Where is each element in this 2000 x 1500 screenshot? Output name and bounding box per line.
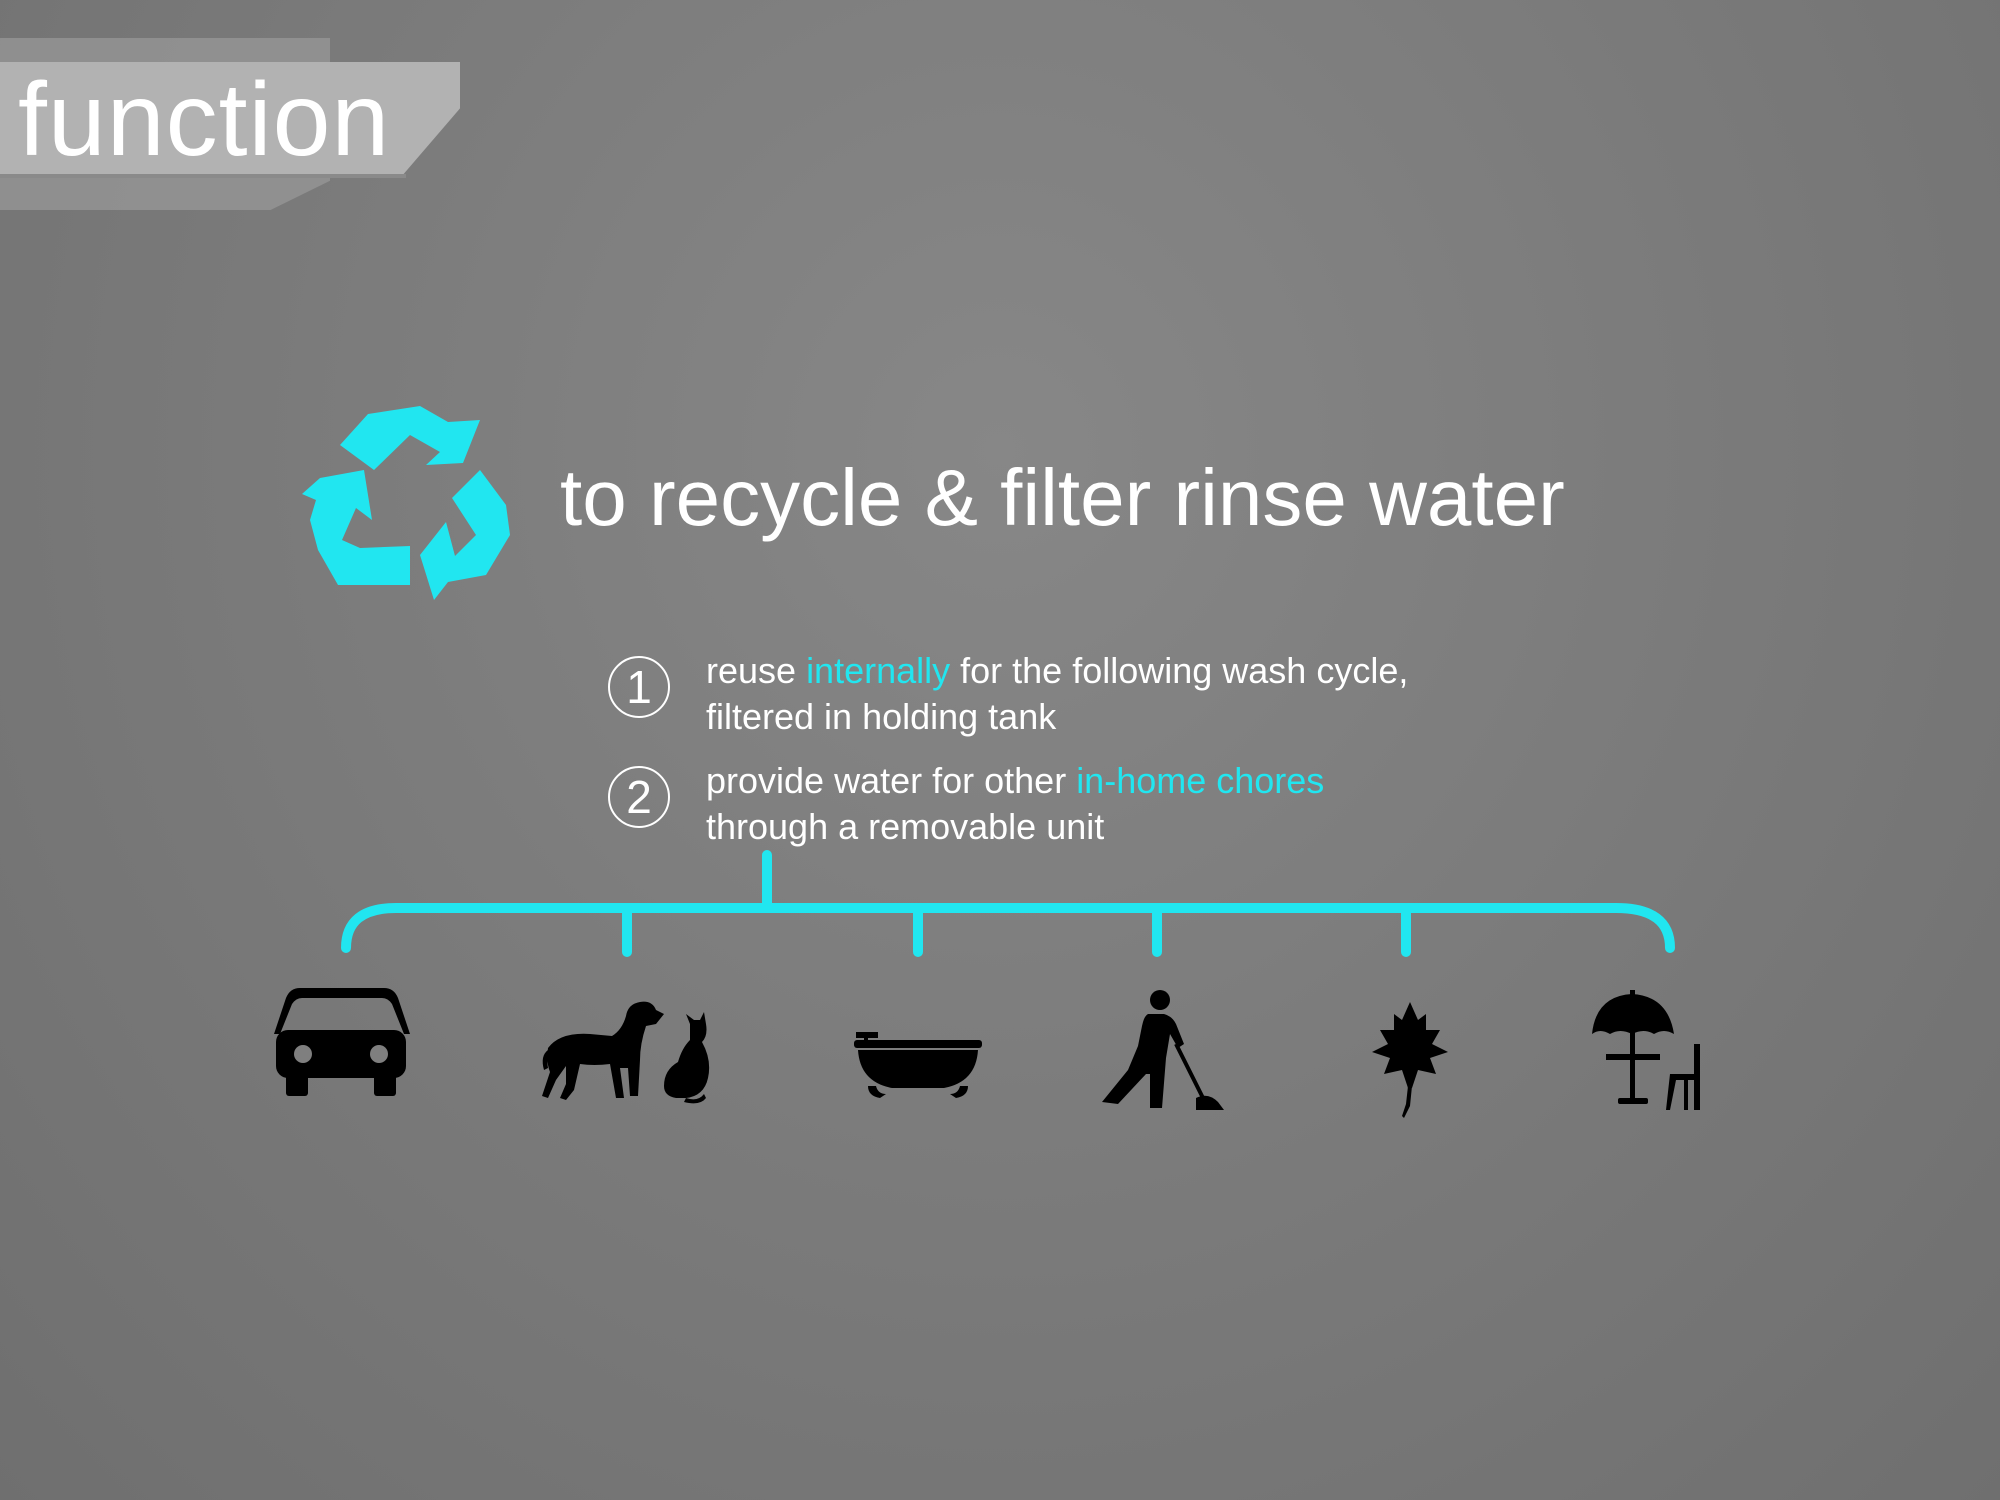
item-line-1: provide water for other in-home chores	[706, 758, 1324, 804]
title-tab	[0, 62, 460, 178]
item-number-badge: 1	[608, 656, 670, 718]
section-title: function	[18, 62, 391, 178]
item-highlight: in-home chores	[1076, 760, 1325, 801]
item-text-segment: for the following wash cycle,	[950, 650, 1409, 691]
item-text-segment: reuse	[706, 650, 807, 691]
main-heading: to recycle & filter rinse water	[560, 453, 1565, 542]
item-line-1: reuse internally for the following wash …	[706, 648, 1408, 694]
item-text-segment: provide water for other	[706, 760, 1077, 801]
item-text: provide water for other in-home chores t…	[706, 758, 1324, 850]
item-line-2: through a removable unit	[706, 806, 1105, 847]
item-text: reuse internally for the following wash …	[706, 648, 1408, 740]
item-highlight: internally	[806, 650, 951, 691]
item-number-badge: 2	[608, 766, 670, 828]
title-tab-edge	[0, 174, 406, 178]
item-line-2: filtered in holding tank	[706, 696, 1057, 737]
